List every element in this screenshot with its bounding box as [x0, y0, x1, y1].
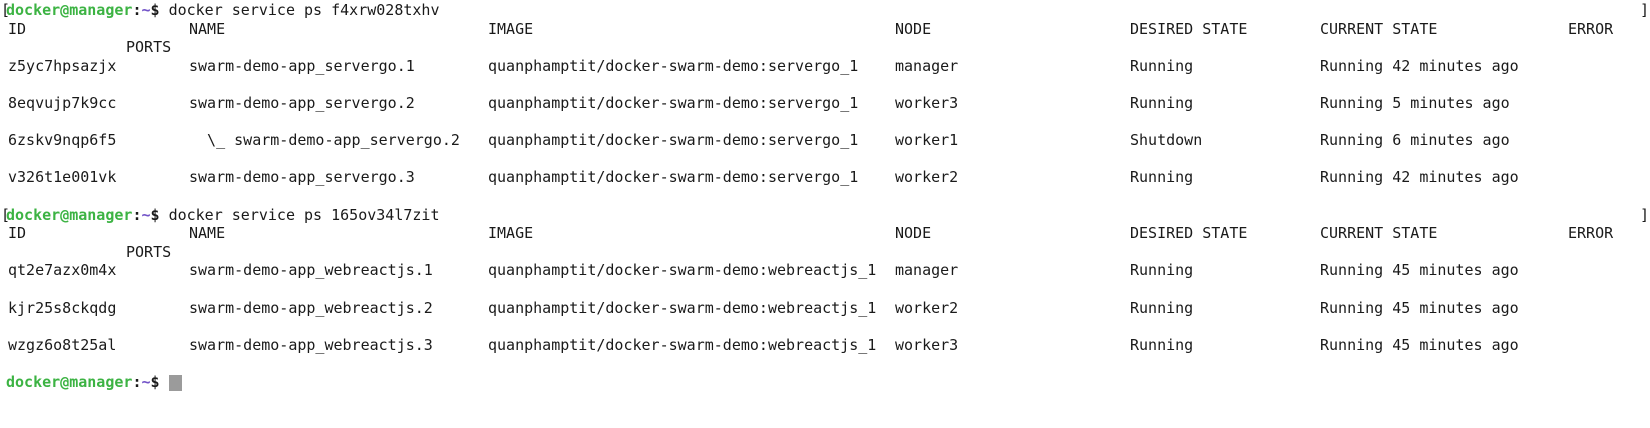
task-id: z5yc7hpsazjx [8, 56, 117, 75]
prompt-separator: : [132, 205, 142, 224]
task-node: worker2 [895, 298, 959, 317]
command-text: docker service ps 165ov34l7zit [168, 205, 440, 224]
task-current-state: Running 45 minutes ago [1320, 261, 1519, 280]
table2-header-wrap-row: PORTS [6, 243, 1650, 262]
command-line-1: [docker@manager:~$ docker service ps f4x… [1, 1, 1650, 20]
task-row: qt2e7azx0m4x swarm-demo-app_webreactjs.1… [6, 261, 1650, 280]
prompt-symbol: $ [150, 372, 160, 391]
task-name: swarm-demo-app_webreactjs.2 [189, 298, 433, 317]
task-image: quanphamptit/docker-swarm-demo:webreactj… [488, 261, 877, 280]
prompt-symbol: $ [150, 1, 160, 19]
right-bracket: ] [1640, 1, 1650, 19]
prompt-user-host: docker@manager [6, 1, 133, 19]
header-current-state: CURRENT STATE [1320, 224, 1438, 243]
task-node: worker3 [895, 335, 959, 354]
header-image: IMAGE [488, 19, 534, 38]
task-row: 8eqvujp7k9cc swarm-demo-app_servergo.2 q… [6, 94, 1650, 113]
task-name: swarm-demo-app_servergo.1 [189, 56, 415, 75]
task-image: quanphamptit/docker-swarm-demo:servergo_… [488, 168, 859, 187]
blank-line [6, 317, 1650, 336]
table1-header-row: ID NAME IMAGE NODE DESIRED STATE CURRENT… [6, 20, 1650, 39]
prompt-symbol: $ [150, 205, 160, 224]
blank-line [6, 113, 1650, 132]
prompt-path: ~ [141, 372, 151, 391]
header-desired-state: DESIRED STATE [1130, 224, 1248, 243]
task-node: manager [895, 56, 959, 75]
prompt-user-host: docker@manager [6, 205, 133, 224]
task-name: \_ swarm-demo-app_servergo.2 [189, 131, 460, 150]
prompt-separator: : [132, 372, 142, 391]
task-desired-state: Running [1130, 298, 1194, 317]
task-desired-state: Running [1130, 261, 1194, 280]
prompt-path: ~ [141, 1, 151, 19]
task-desired-state: Running [1130, 335, 1194, 354]
header-name: NAME [189, 19, 226, 38]
blank-line [6, 187, 1650, 206]
header-node: NODE [895, 224, 932, 243]
table1-header-wrap-row: PORTS [6, 38, 1650, 57]
task-name: swarm-demo-app_servergo.3 [189, 168, 415, 187]
header-error: ERROR [1568, 19, 1614, 38]
task-row: 6zskv9nqp6f5 \_ swarm-demo-app_servergo.… [6, 131, 1650, 150]
right-bracket: ] [1640, 205, 1650, 224]
task-id: kjr25s8ckqdg [8, 298, 117, 317]
prompt-line[interactable]: docker@manager:~$ [6, 373, 1650, 392]
header-id: ID [8, 224, 27, 243]
command-line-2: [docker@manager:~$ docker service ps 165… [1, 205, 1650, 225]
task-row: z5yc7hpsazjx swarm-demo-app_servergo.1 q… [6, 57, 1650, 76]
task-row: v326t1e001vk swarm-demo-app_servergo.3 q… [6, 168, 1650, 187]
task-row: kjr25s8ckqdg swarm-demo-app_webreactjs.2… [6, 299, 1650, 318]
task-desired-state: Running [1130, 168, 1194, 187]
command-text: docker service ps f4xrw028txhv [168, 1, 440, 19]
header-image: IMAGE [488, 224, 534, 243]
table2-header-row: ID NAME IMAGE NODE DESIRED STATE CURRENT… [6, 224, 1650, 243]
prompt-separator: : [132, 1, 142, 19]
prompt-path: ~ [141, 205, 151, 224]
header-current-state: CURRENT STATE [1320, 19, 1438, 38]
task-id: wzgz6o8t25al [8, 335, 117, 354]
task-name: swarm-demo-app_webreactjs.3 [189, 335, 433, 354]
task-image: quanphamptit/docker-swarm-demo:servergo_… [488, 131, 859, 150]
blank-line [6, 354, 1650, 373]
task-image: quanphamptit/docker-swarm-demo:webreactj… [488, 335, 877, 354]
task-current-state: Running 42 minutes ago [1320, 168, 1519, 187]
task-current-state: Running 45 minutes ago [1320, 335, 1519, 354]
task-name: swarm-demo-app_webreactjs.1 [189, 261, 433, 280]
task-desired-state: Running [1130, 56, 1194, 75]
task-current-state: Running 5 minutes ago [1320, 93, 1510, 112]
header-id: ID [8, 19, 27, 38]
blank-line [6, 150, 1650, 169]
task-node: manager [895, 261, 959, 280]
header-node: NODE [895, 19, 932, 38]
left-bracket: [ [1, 1, 11, 19]
task-row: wzgz6o8t25al swarm-demo-app_webreactjs.3… [6, 336, 1650, 355]
task-name: swarm-demo-app_servergo.2 [189, 93, 415, 112]
left-bracket: [ [1, 205, 11, 224]
prompt-user-host: docker@manager [6, 372, 133, 391]
task-id: v326t1e001vk [8, 168, 117, 187]
task-current-state: Running 6 minutes ago [1320, 131, 1510, 150]
header-name: NAME [189, 224, 226, 243]
blank-line [6, 280, 1650, 299]
task-node: worker2 [895, 168, 959, 187]
task-current-state: Running 45 minutes ago [1320, 298, 1519, 317]
header-desired-state: DESIRED STATE [1130, 19, 1248, 38]
task-node: worker3 [895, 93, 959, 112]
task-id: 6zskv9nqp6f5 [8, 131, 117, 150]
task-id: qt2e7azx0m4x [8, 261, 117, 280]
task-id: 8eqvujp7k9cc [8, 93, 117, 112]
task-current-state: Running 42 minutes ago [1320, 56, 1519, 75]
task-node: worker1 [895, 131, 959, 150]
header-error: ERROR [1568, 224, 1614, 243]
blank-line [6, 75, 1650, 94]
task-image: quanphamptit/docker-swarm-demo:servergo_… [488, 93, 859, 112]
task-desired-state: Running [1130, 93, 1194, 112]
header-ports: PORTS [126, 38, 172, 57]
task-desired-state: Shutdown [1130, 131, 1203, 150]
header-ports: PORTS [126, 242, 172, 261]
terminal-cursor [168, 374, 182, 391]
task-image: quanphamptit/docker-swarm-demo:webreactj… [488, 298, 877, 317]
task-image: quanphamptit/docker-swarm-demo:servergo_… [488, 56, 859, 75]
